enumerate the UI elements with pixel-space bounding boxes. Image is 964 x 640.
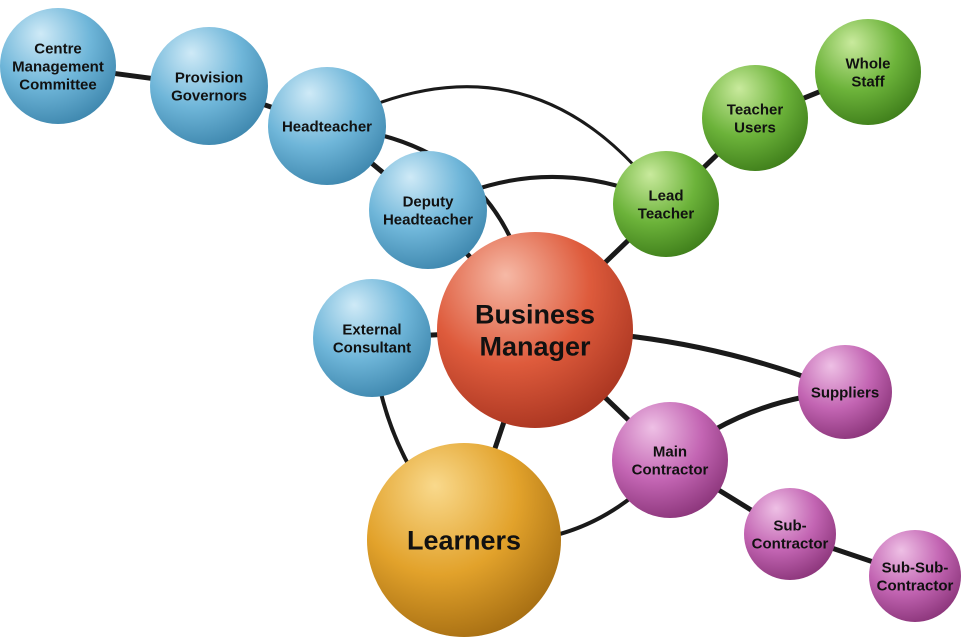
node-label-line: Contractor bbox=[877, 577, 954, 594]
node-label-line: External bbox=[342, 321, 401, 338]
node-sphere-subsub bbox=[869, 530, 961, 622]
node-sphere-headteacher bbox=[268, 67, 386, 185]
node-label-learners: Learners bbox=[407, 525, 521, 555]
node-sphere-whole_staff bbox=[815, 19, 921, 125]
node-suppliers: Suppliers bbox=[798, 345, 892, 439]
node-label-line: Management bbox=[12, 58, 104, 75]
node-label-line: Headteacher bbox=[282, 118, 372, 135]
node-label-line: Learners bbox=[407, 525, 521, 555]
node-label-line: Teacher bbox=[638, 205, 695, 222]
node-label-line: Contractor bbox=[632, 461, 709, 478]
node-sphere-teacher_users bbox=[702, 65, 808, 171]
node-label-line: Sub-Sub- bbox=[882, 559, 949, 576]
node-sphere-deputy bbox=[369, 151, 487, 269]
node-sphere-main bbox=[612, 402, 728, 518]
node-subsub: Sub-Sub-Contractor bbox=[869, 530, 961, 622]
node-sphere-suppliers bbox=[798, 345, 892, 439]
node-label-line: Users bbox=[734, 119, 776, 136]
node-sphere-learners bbox=[367, 443, 561, 637]
node-label-line: Headteacher bbox=[383, 211, 473, 228]
node-label-line: Contractor bbox=[752, 535, 829, 552]
node-label-line: Committee bbox=[19, 76, 97, 93]
node-label-line: Governors bbox=[171, 87, 247, 104]
node-label-line: Provision bbox=[175, 69, 243, 86]
node-label-line: Whole bbox=[846, 55, 891, 72]
node-sphere-centre bbox=[0, 8, 116, 124]
node-sphere-external bbox=[313, 279, 431, 397]
node-label-subsub: Sub-Sub-Contractor bbox=[877, 559, 954, 594]
node-label-line: Main bbox=[653, 443, 687, 460]
node-label-headteacher: Headteacher bbox=[282, 118, 372, 135]
node-label-line: Business bbox=[475, 299, 595, 329]
node-label-line: Lead bbox=[648, 187, 683, 204]
node-headteacher: Headteacher bbox=[268, 67, 386, 185]
node-sphere-sub bbox=[744, 488, 836, 580]
node-label-line: Suppliers bbox=[811, 384, 879, 401]
node-sphere-lead bbox=[613, 151, 719, 257]
node-sub: Sub-Contractor bbox=[744, 488, 836, 580]
node-label-suppliers: Suppliers bbox=[811, 384, 879, 401]
node-sphere-business bbox=[437, 232, 633, 428]
node-sphere-governors bbox=[150, 27, 268, 145]
node-label-line: Manager bbox=[479, 332, 591, 362]
node-label-line: Sub- bbox=[773, 517, 806, 534]
node-label-sub: Sub-Contractor bbox=[752, 517, 829, 552]
node-label-line: Staff bbox=[851, 73, 885, 90]
node-label-line: Deputy bbox=[403, 193, 454, 210]
node-label-line: Teacher bbox=[727, 101, 784, 118]
node-learners: Learners bbox=[367, 443, 561, 637]
node-label-line: Centre bbox=[34, 40, 82, 57]
node-label-line: Consultant bbox=[333, 339, 411, 356]
